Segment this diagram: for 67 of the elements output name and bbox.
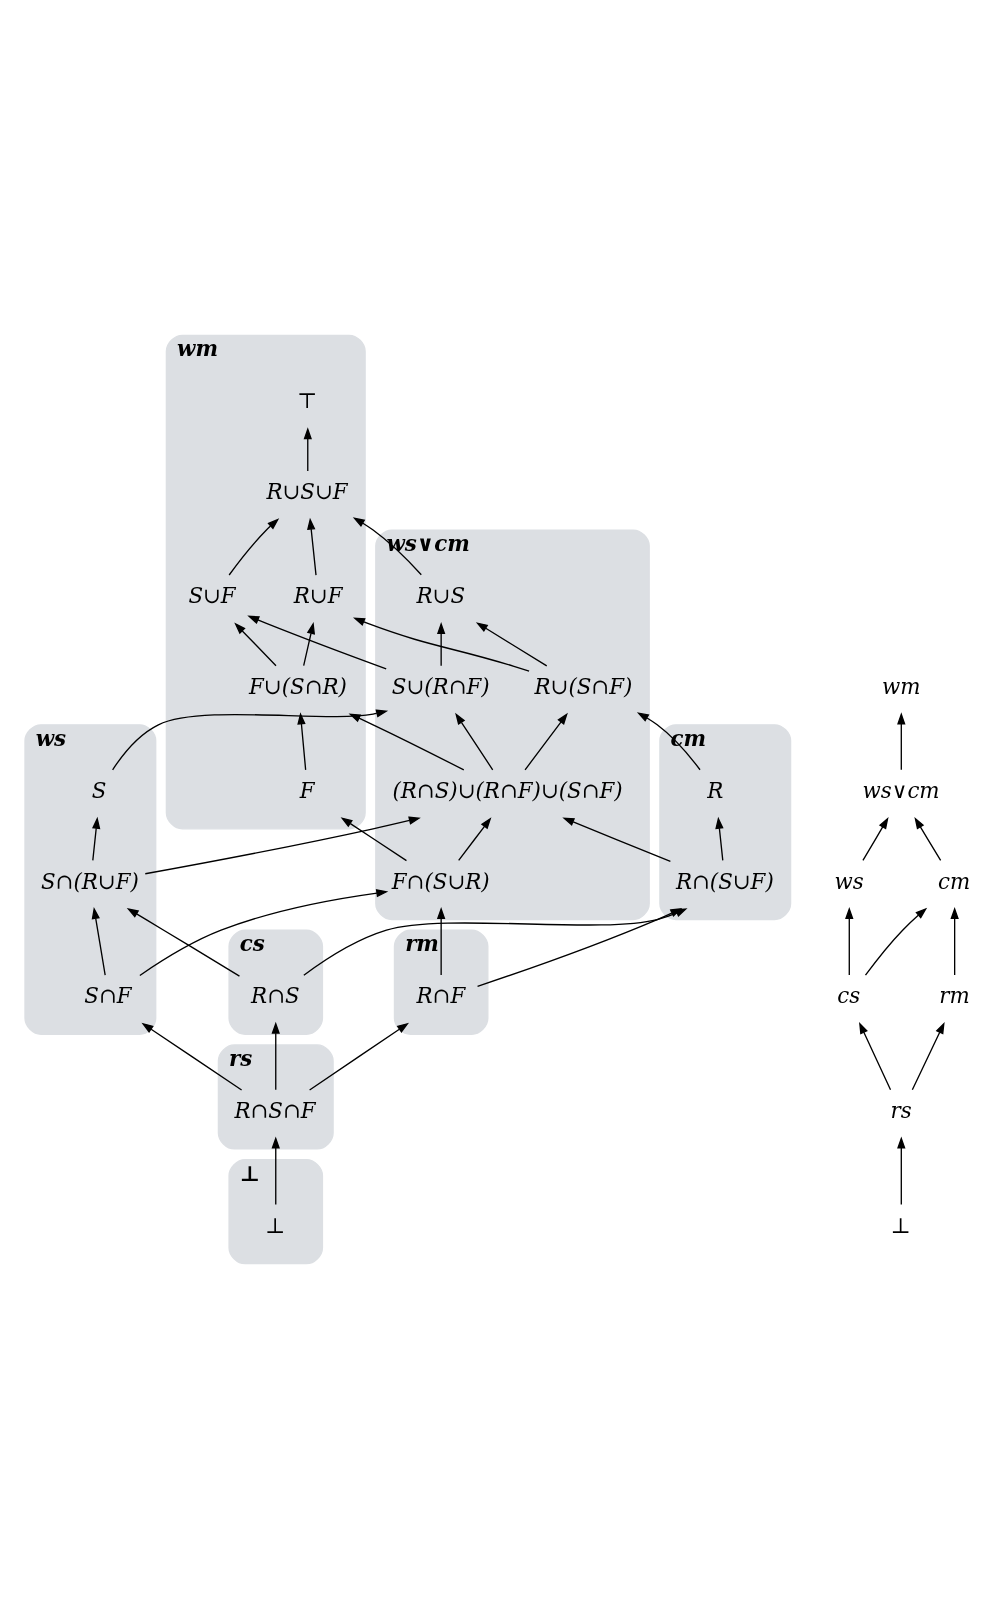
- node-text: S∩(R∪F): [40, 868, 139, 894]
- arrow: [111, 708, 388, 770]
- node-text: R∪F: [293, 582, 342, 608]
- node-text: ws∨cm: [862, 777, 940, 803]
- arrow: [714, 816, 724, 861]
- node-text: wm: [881, 673, 920, 699]
- arrow: [476, 907, 682, 987]
- arrow: [296, 711, 306, 770]
- node-text: rs: [890, 1097, 912, 1123]
- arrow: [436, 621, 445, 666]
- arrow: [91, 906, 106, 976]
- arrow: [861, 816, 889, 861]
- node-text: R∪(S∩F): [534, 673, 632, 699]
- node-text: R∪S: [415, 582, 465, 608]
- node-text: S∪(R∩F): [391, 673, 490, 699]
- arrow: [457, 816, 491, 861]
- arrow: [352, 616, 530, 672]
- node-text: R∩(S∪F): [675, 868, 774, 894]
- node-text: (R∩S)∪(R∩F)∪(S∩F): [391, 777, 623, 803]
- arrow: [561, 817, 671, 862]
- node-text: S∩F: [83, 982, 132, 1008]
- arrow: [303, 426, 312, 472]
- arrow: [896, 711, 905, 770]
- node-text: S: [91, 777, 106, 803]
- arrow: [340, 816, 407, 861]
- arrow: [228, 517, 279, 576]
- arrow: [126, 907, 240, 977]
- arrow: [896, 1135, 905, 1205]
- arrow: [864, 907, 927, 976]
- node-text: R∩F: [415, 982, 465, 1008]
- node-text: F∪(S∩R): [248, 673, 347, 699]
- arrow: [140, 1022, 242, 1091]
- node-text: R∩S∩F: [233, 1097, 316, 1123]
- arrow: [949, 906, 959, 976]
- node-text: ⊥: [264, 1212, 285, 1238]
- node-text: F∩(S∪R): [391, 868, 490, 894]
- arrow: [233, 622, 277, 666]
- arrow: [302, 621, 315, 666]
- arrow: [636, 711, 701, 770]
- arrow: [844, 906, 853, 976]
- arrow: [306, 517, 317, 576]
- arrow: [454, 712, 493, 770]
- arrow: [523, 712, 568, 770]
- node-text: R∪S∪F: [265, 478, 348, 504]
- node-text: cs: [836, 982, 860, 1008]
- node-text: F: [299, 777, 315, 803]
- node-text: R∩S: [250, 982, 300, 1008]
- arrow: [308, 1022, 409, 1091]
- arrow: [246, 615, 387, 670]
- arrow: [913, 816, 941, 861]
- arrow: [911, 1021, 945, 1090]
- node-text: ws: [834, 868, 864, 894]
- arrow: [144, 815, 421, 874]
- node-text: cm: [937, 868, 970, 894]
- arrow: [436, 906, 445, 976]
- arrow: [91, 816, 100, 861]
- node-text: R: [706, 777, 723, 803]
- arrow: [352, 516, 422, 575]
- arrow: [858, 1021, 891, 1090]
- node-text: rm: [938, 982, 970, 1008]
- arrow: [475, 621, 547, 667]
- node-text: ⊤: [296, 387, 317, 413]
- arrow: [138, 888, 388, 976]
- node-text: ⊥: [890, 1212, 911, 1238]
- arrow: [271, 1135, 280, 1205]
- arrow: [271, 1021, 280, 1090]
- node-text: S∪F: [187, 582, 236, 608]
